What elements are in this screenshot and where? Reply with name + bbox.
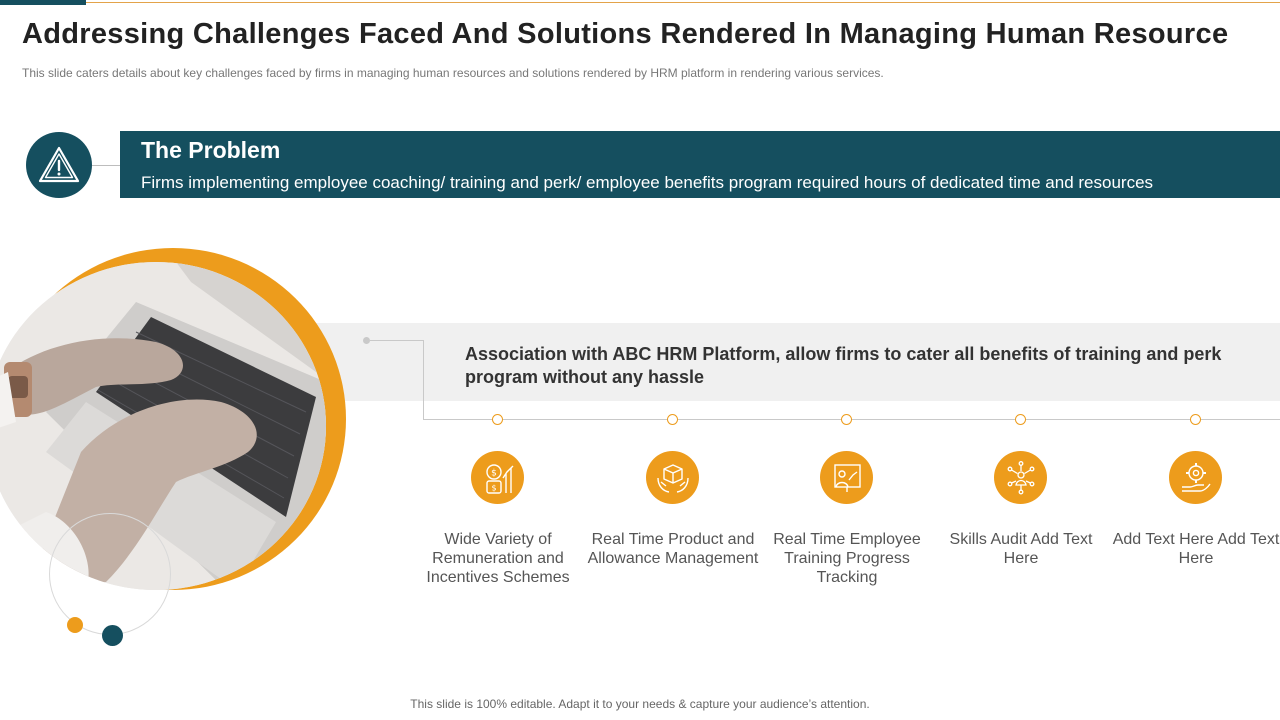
item-label: Skills Audit Add Text Here <box>949 531 1093 567</box>
problem-icon-badge <box>26 132 92 198</box>
connector-dot <box>363 337 370 344</box>
laptop-typing-photo <box>0 262 326 590</box>
decorative-dot-teal <box>102 625 123 646</box>
problem-description: Firms implementing employee coaching/ tr… <box>141 173 1154 192</box>
footer-note: This slide is 100% editable. Adapt it to… <box>410 697 870 711</box>
settings-hand-icon <box>1169 451 1222 504</box>
product-hands-icon <box>646 451 699 504</box>
solution-statement: Association with ABC HRM Platform, allow… <box>465 344 1222 387</box>
solution-band <box>300 323 1280 401</box>
page-title: Addressing Challenges Faced And Solution… <box>22 18 1229 50</box>
remuneration-icon: $ $ <box>471 451 524 504</box>
connector-line-vertical <box>423 340 424 420</box>
connector-line-horizontal <box>370 340 423 341</box>
decorative-circle-outline <box>49 513 171 635</box>
timeline-marker <box>1015 414 1026 425</box>
item-label: Wide Variety of Remuneration and Incenti… <box>426 531 570 586</box>
item-label: Real Time Product and Allowance Manageme… <box>587 531 759 567</box>
timeline-marker <box>492 414 503 425</box>
page-subtitle: This slide caters details about key chal… <box>22 66 884 80</box>
laptop-photo-frame <box>0 248 346 590</box>
top-accent-line <box>86 2 1280 3</box>
svg-text:$: $ <box>491 483 496 492</box>
top-accent-bar <box>0 0 86 5</box>
timeline-marker <box>1190 414 1201 425</box>
svg-text:$: $ <box>491 468 497 478</box>
timeline-marker <box>841 414 852 425</box>
item-label: Add Text Here Add Text Here <box>1112 531 1280 567</box>
problem-connector-line <box>92 165 120 166</box>
skills-network-icon <box>994 451 1047 504</box>
problem-banner: The Problem Firms implementing employee … <box>120 131 1280 198</box>
warning-triangle-icon <box>38 146 80 183</box>
timeline-marker <box>667 414 678 425</box>
training-board-icon <box>820 451 873 504</box>
item-label: Real Time Employee Training Progress Tra… <box>773 531 921 586</box>
problem-title: The Problem <box>141 137 281 163</box>
decorative-dot-orange <box>67 617 83 633</box>
